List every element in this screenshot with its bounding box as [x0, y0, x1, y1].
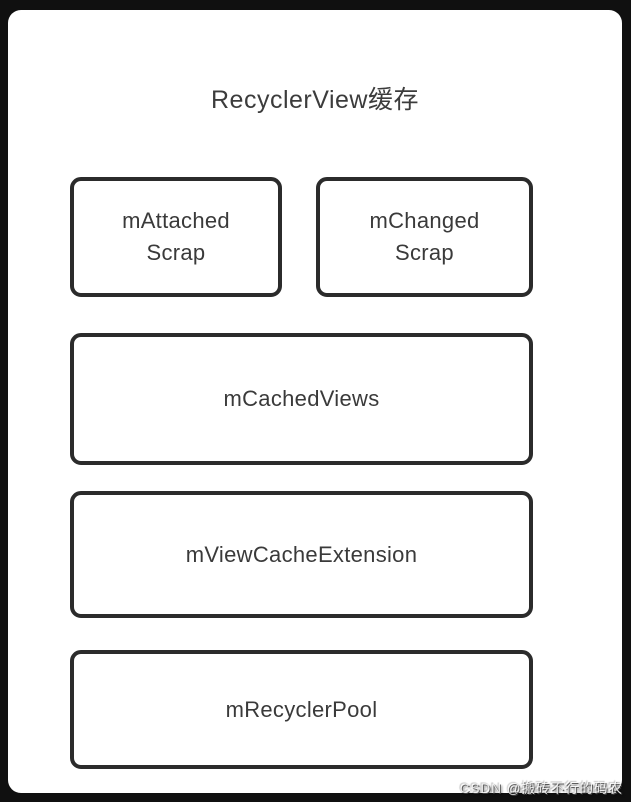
csdn-watermark: CSDN @搬砖不行的码农 — [459, 781, 623, 796]
diagram-card: RecyclerView缓存 mAttached Scrap mChanged … — [8, 10, 622, 793]
diagram-title: RecyclerView缓存 — [211, 86, 419, 114]
diagram-box-mchanged-scrap: mChanged Scrap — [316, 177, 533, 297]
diagram-box-mviewcacheextension: mViewCacheExtension — [70, 491, 533, 618]
diagram-box-mattached-scrap: mAttached Scrap — [70, 177, 282, 297]
diagram-box-mrecyclerpool: mRecyclerPool — [70, 650, 533, 769]
diagram-box-mcachedviews: mCachedViews — [70, 333, 533, 465]
diagram-box-label: mChanged Scrap — [369, 208, 480, 265]
diagram-box-label: mViewCacheExtension — [185, 541, 418, 567]
diagram-box-label: mRecyclerPool — [225, 696, 378, 722]
diagram-box-label: mAttached Scrap — [122, 208, 230, 265]
diagram-box-label: mCachedViews — [223, 386, 380, 412]
